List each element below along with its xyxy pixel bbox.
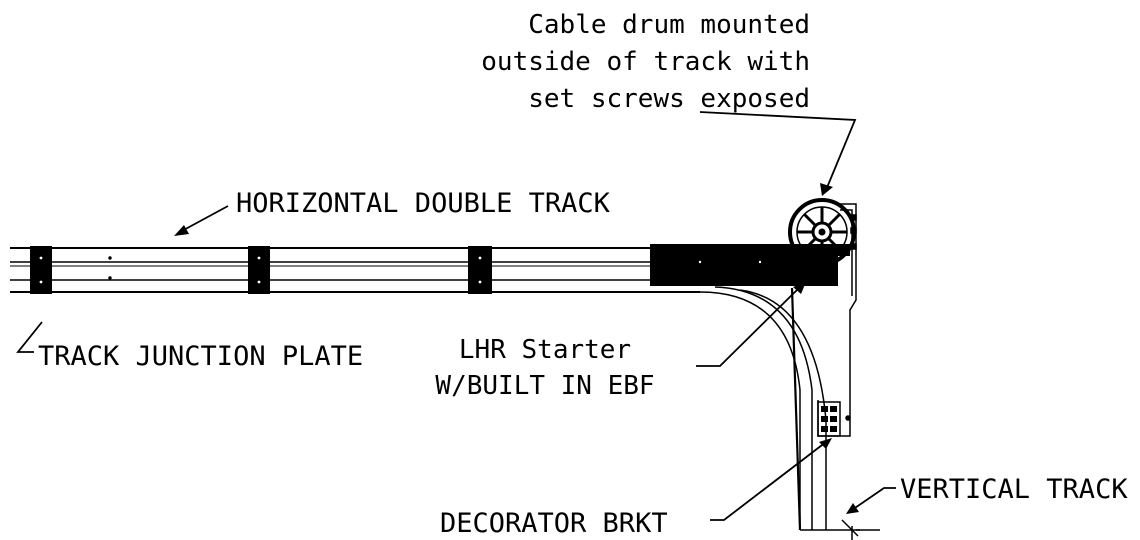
decorator-bracket-label: DECORATOR BRKT	[440, 508, 668, 539]
arrowheads	[174, 183, 859, 514]
junction-plate-1	[30, 246, 52, 294]
decorator-bracket	[817, 401, 841, 437]
vertical-track-label: VERTICAL TRACK	[900, 474, 1128, 505]
horizontal-track-label: HORIZONTAL DOUBLE TRACK	[236, 188, 611, 219]
junction-plate-2	[248, 246, 270, 294]
cable-drum	[788, 198, 856, 266]
vertical-track	[800, 519, 880, 540]
cable-drum-label-line-1: Cable drum mounted	[528, 10, 810, 40]
junction-plate-label: TRACK JUNCTION PLATE	[38, 341, 363, 372]
lhr-starter-label-line-1: LHR Starter	[459, 335, 631, 365]
lhr-starter-label-line-2: W/BUILT IN EBF	[435, 371, 654, 401]
cable-drum-label-line-2: outside of track with	[481, 47, 810, 77]
junction-plate-3	[468, 246, 492, 294]
lhr-starter-block	[650, 244, 838, 286]
leader-lines	[16, 111, 896, 521]
track-junction-plates	[30, 246, 492, 294]
cable-drum-label-line-3: set screws exposed	[528, 84, 810, 114]
